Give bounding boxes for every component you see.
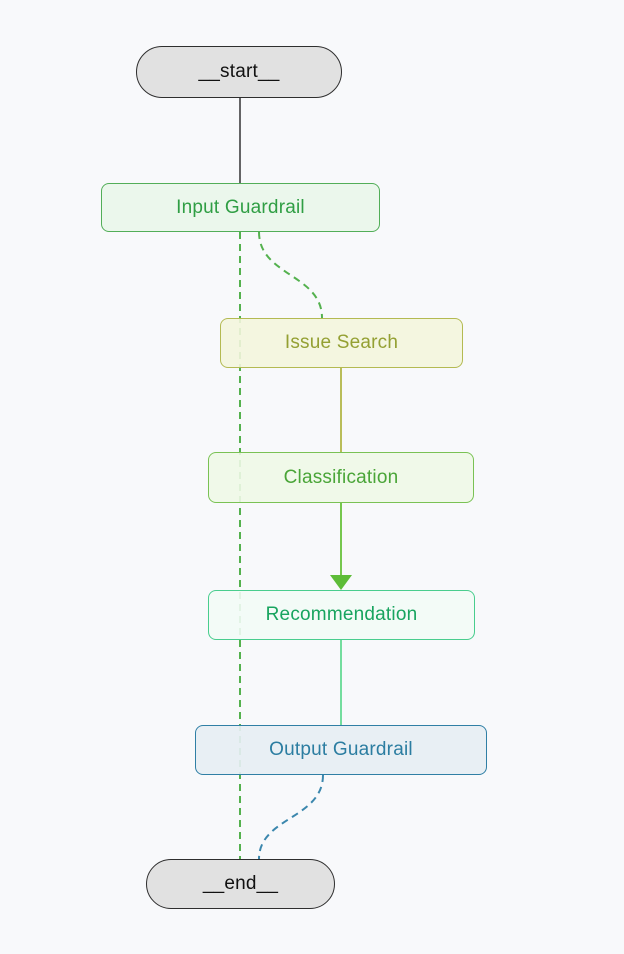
node-output-guardrail-label: Output Guardrail (269, 739, 413, 760)
node-classification: Classification (208, 452, 474, 503)
node-input-guardrail-label: Input Guardrail (176, 196, 305, 218)
node-issue-search: Issue Search (220, 318, 463, 368)
edge-output-guardrail-to-end (258, 774, 324, 860)
node-issue-search-label: Issue Search (284, 332, 399, 353)
node-recommendation-label: Recommendation (265, 604, 418, 625)
node-input-guardrail: Input Guardrail (101, 183, 380, 232)
node-recommendation: Recommendation (208, 590, 475, 640)
arrowhead-classification-to-recommendation (330, 575, 352, 590)
node-output-guardrail: Output Guardrail (195, 725, 487, 775)
node-classification-label: Classification (283, 466, 399, 488)
node-end: __end__ (146, 859, 335, 909)
node-start-label: __start__ (198, 61, 280, 82)
edge-input-guardrail-to-issue-search (258, 231, 323, 319)
node-end-label: __end__ (202, 873, 279, 894)
node-start: __start__ (136, 46, 342, 98)
